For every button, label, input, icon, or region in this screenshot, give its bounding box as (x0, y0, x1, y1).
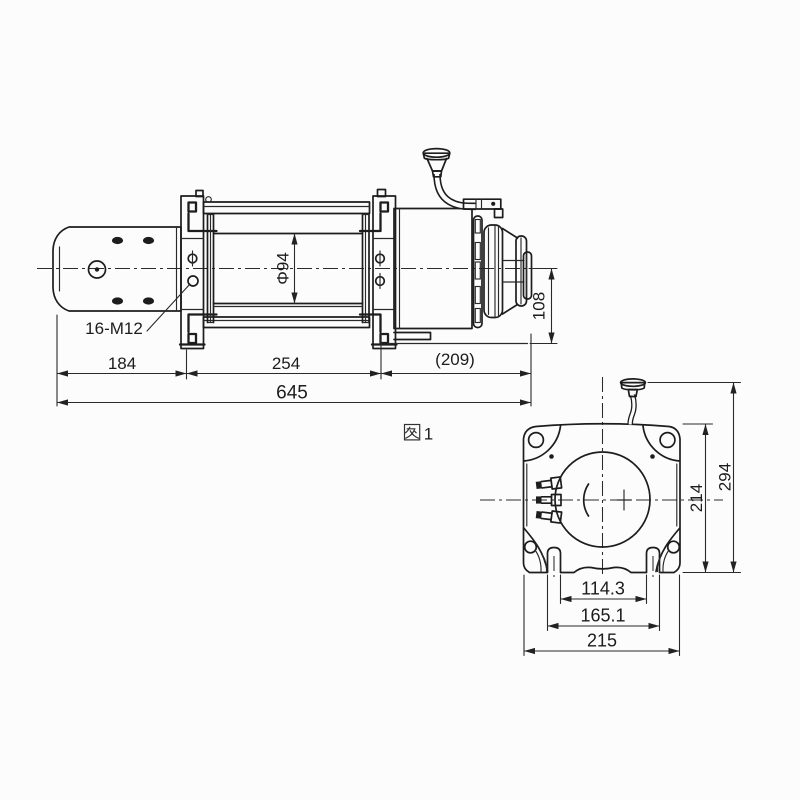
end-view: 114.3 165.1 215 214 294 (480, 377, 742, 657)
figure-caption-number: 1 (424, 425, 433, 444)
bolt-head (536, 496, 542, 504)
mount-pivot-screw (491, 201, 496, 206)
dim-254-label: 254 (272, 354, 300, 373)
motor-foot (393, 331, 432, 341)
bolt-nut (550, 476, 563, 490)
lever-tube (433, 173, 476, 211)
housing-hole (142, 236, 155, 245)
cap-end-ring (522, 251, 533, 300)
small-hole (650, 454, 655, 459)
knob-top-face (619, 378, 647, 388)
corner-bolt-hole (659, 431, 676, 449)
dim-215-label: 215 (587, 631, 617, 651)
drum-bolts (535, 476, 563, 524)
dim-645-label: 645 (276, 383, 308, 404)
figure-caption: 1 (403, 423, 433, 444)
bracket-bolt-hole-16m12 (187, 275, 199, 287)
tie-bar-bottom (202, 316, 371, 329)
motor-housing (387, 207, 529, 345)
side-dimensions: 184 254 (209) 645 (56, 314, 532, 407)
housing-hole (142, 297, 155, 305)
drum-diameter-label: Φ94 (274, 252, 293, 284)
dim-cap-offset: 108 (528, 267, 558, 345)
clutch-housing (52, 226, 182, 312)
tie-bar-top (202, 201, 371, 215)
right-bracket (358, 195, 398, 350)
grease-fitting (205, 196, 212, 203)
bolt-head (535, 510, 543, 519)
corner-bolt-hole (666, 540, 681, 554)
dim-209-label: (209) (435, 350, 475, 369)
corner-bolt-hole (527, 431, 545, 449)
knob-side (620, 381, 646, 391)
knob-side (422, 152, 451, 161)
cap-offset-label: 108 (530, 292, 549, 320)
dim-294-label: 294 (716, 463, 735, 491)
bolt-spec-callout: 16-M12 (85, 283, 191, 338)
motor-end-cap (472, 215, 533, 329)
cone-shoulder-top (501, 227, 519, 239)
cone-base-ring (483, 224, 504, 319)
leader-line (146, 283, 191, 332)
dim-214-label: 214 (687, 484, 706, 512)
corner-pad-top-left (522, 425, 562, 462)
end-dimensions-bottom: 114.3 165.1 215 (523, 574, 681, 657)
end-dimensions-right: 214 294 (647, 381, 742, 574)
cone-shoulder-bottom (501, 303, 519, 315)
bolt-nut (550, 510, 563, 524)
rope-mark-arc (582, 483, 590, 517)
figure-caption-cjk-glyph (403, 423, 421, 441)
dim-165-label: 165.1 (580, 606, 625, 626)
bolt-spec-label: 16-M12 (85, 319, 143, 338)
corner-pad-top-right (642, 425, 681, 462)
end-housing (522, 422, 681, 577)
dim-184-label: 184 (108, 354, 136, 373)
small-hole (549, 454, 554, 459)
corner-bolt-hole (523, 540, 538, 554)
lever-mount (462, 198, 504, 219)
bolt-nut (550, 493, 562, 507)
dim-drum-diameter: Φ94 (274, 232, 298, 305)
side-view: 16-M12 Φ94 108 (37, 147, 558, 407)
clutch-lever-end (619, 378, 647, 425)
housing-center-hole (87, 260, 107, 279)
mount-hinge-block (493, 208, 504, 219)
drum-assembly (195, 188, 387, 329)
clutch-lever-side (422, 147, 476, 211)
housing-hole (111, 236, 124, 245)
drum-bore (554, 451, 651, 548)
left-bracket-stub (195, 189, 204, 198)
knob-top-face (422, 147, 451, 159)
end-plate (472, 215, 483, 329)
bolt-head (535, 481, 543, 490)
left-bracket (178, 195, 218, 350)
housing-hole (111, 297, 124, 305)
lever-neck (426, 157, 448, 172)
dim-114-label: 114.3 (581, 579, 625, 599)
